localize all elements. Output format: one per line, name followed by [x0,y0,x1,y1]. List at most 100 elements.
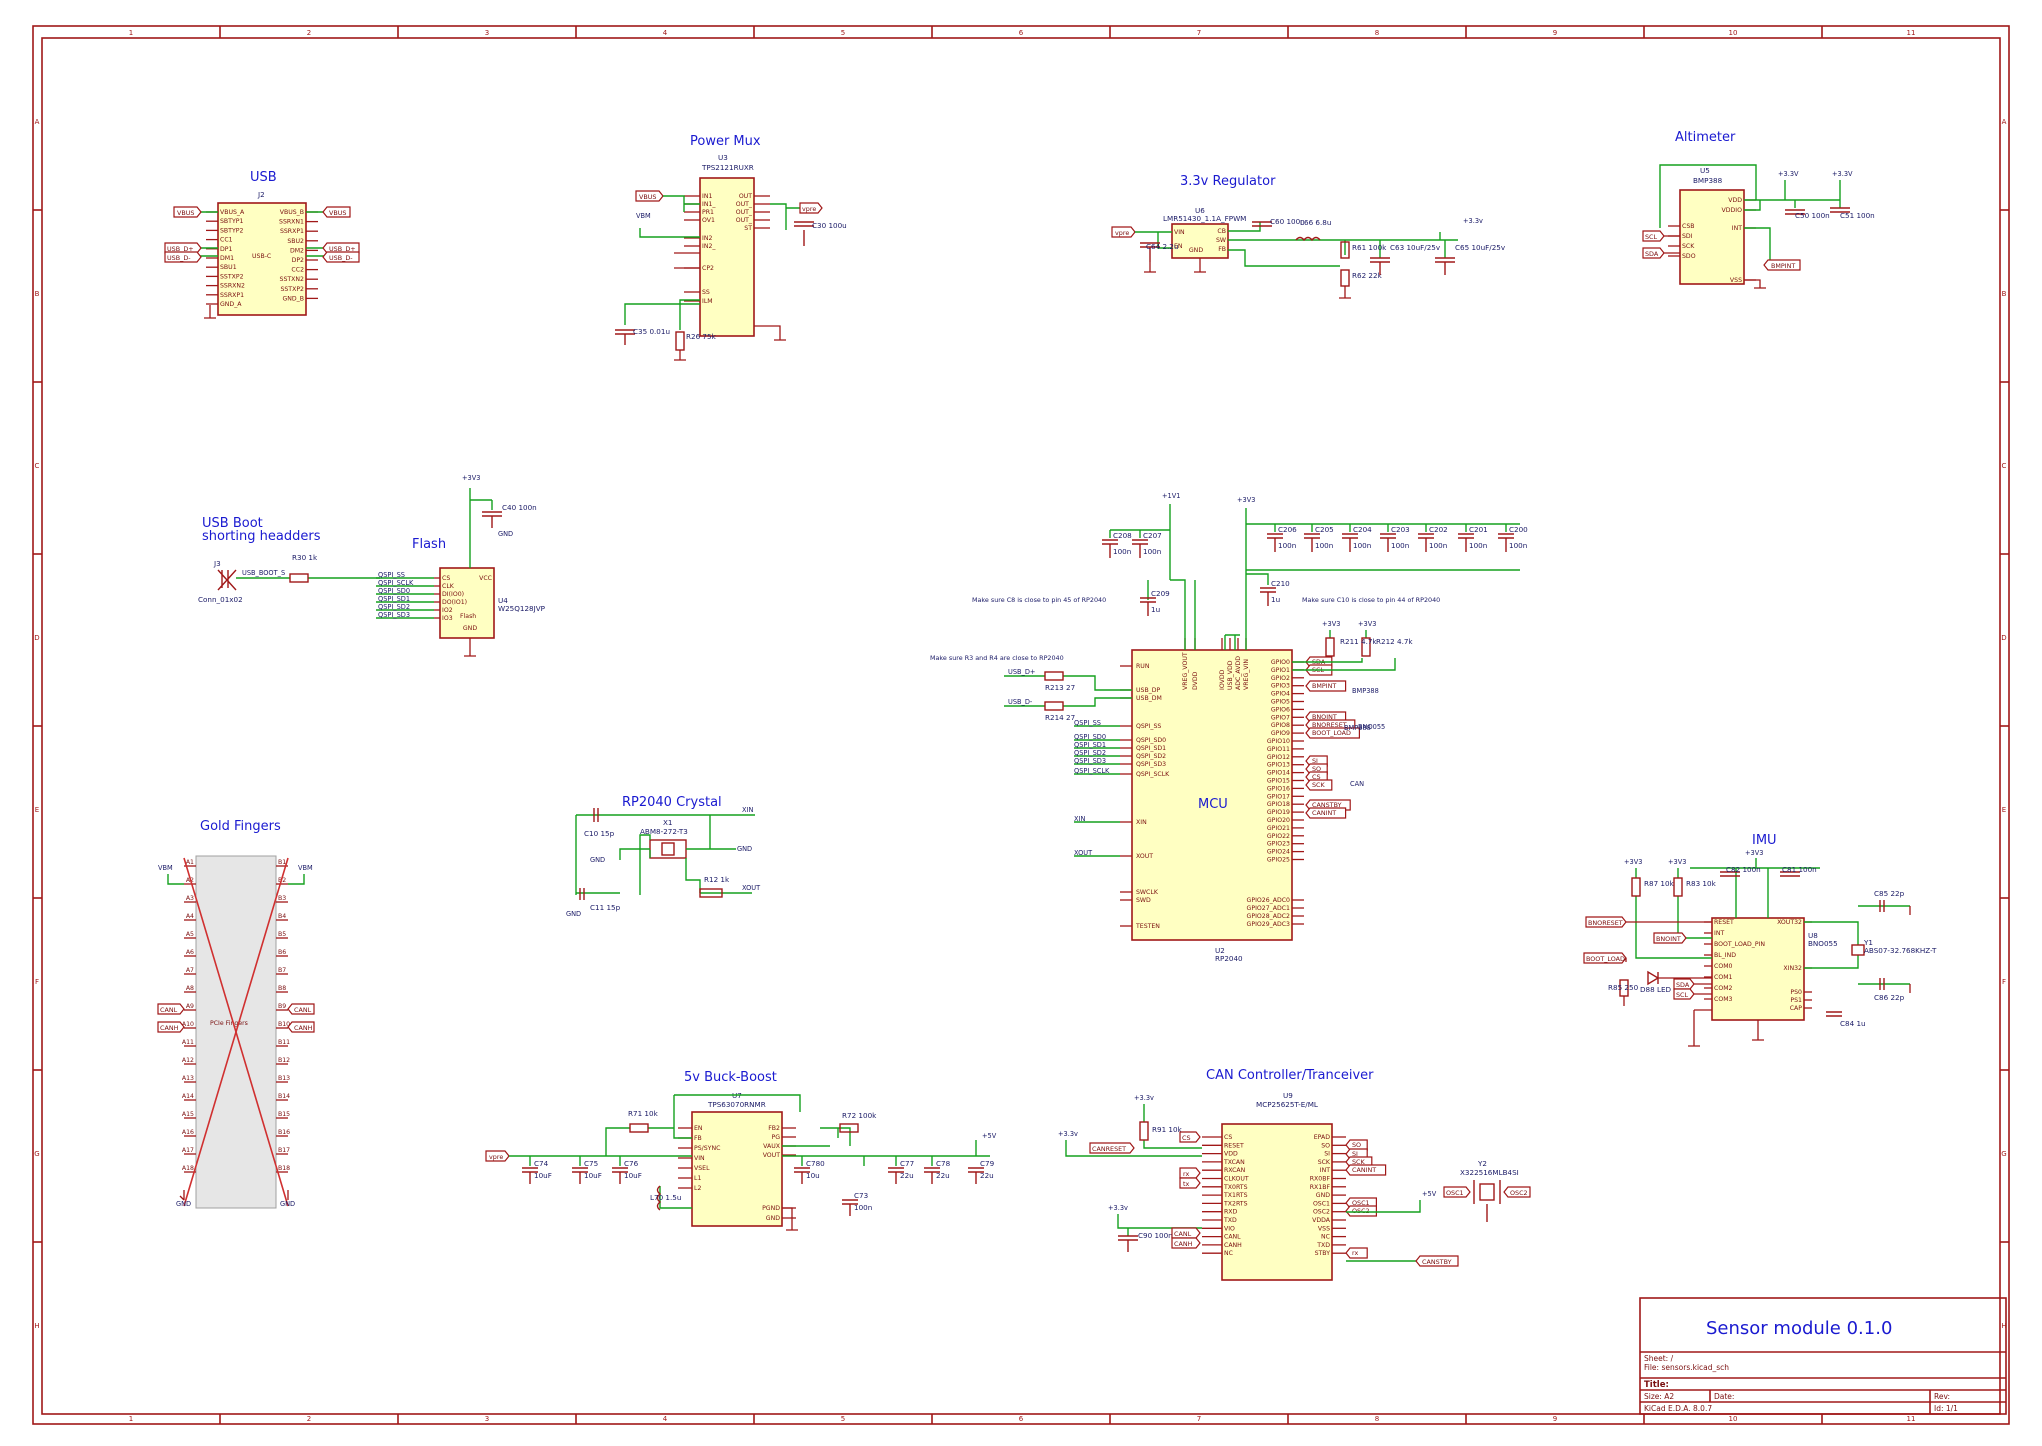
net-label-canl-gold-left[interactable]: CANL [157,1003,185,1015]
r26-label: R26 75k [686,332,717,341]
net-label-usb-dm-right[interactable]: USB_D- [322,251,360,263]
u9-right-pin-label: TXD [1316,1242,1330,1249]
net-label-bnoreset-imu[interactable]: BNORESET [1585,916,1627,928]
rp2040-pin-label: GPIO17 [1267,793,1290,800]
capacitor-symbol[interactable] [1418,533,1434,552]
net-label-vpre-reg[interactable]: vpre [1111,226,1136,238]
rp2040-chip[interactable] [1131,649,1293,941]
net-label-osc2-y2[interactable]: OSC2 [1503,1186,1531,1198]
net-label-canreset[interactable]: CANRESET [1089,1142,1135,1154]
capacitor-symbol[interactable] [968,1167,984,1184]
capacitor-symbol[interactable] [1458,533,1474,552]
net-label-osc2-can[interactable] [1345,1205,1377,1217]
net-label-canl-can[interactable]: CANL [1171,1227,1201,1239]
usb-c-connector[interactable] [217,202,307,316]
gold-finger-pin-label: A12 [182,1057,194,1064]
net-label-rx-can[interactable]: rx [1179,1167,1201,1179]
flash-chip[interactable] [439,567,495,639]
net-3v3-pullup-a: +3V3 [1322,620,1340,628]
power-mux-chip[interactable] [699,177,755,337]
u9-left-pin-label: CANL [1224,1234,1241,1241]
capacitor-symbol[interactable] [1267,533,1283,552]
capacitor-symbol[interactable] [1260,587,1276,606]
border-row-label: A [2002,118,2007,126]
net-label-vbus-left[interactable]: VBUS [173,206,202,218]
net-label-vbus-mux[interactable]: VBUS [635,190,664,202]
net-label-canl-gold-right[interactable]: CANL [287,1003,315,1015]
net-gnd-gold-right: GND [280,1200,295,1208]
net-label-canint-can[interactable] [1345,1164,1387,1176]
sheet-id: Id: 1/1 [1934,1404,1958,1413]
u5-pin-label: CSB [1682,223,1695,230]
net-label-sda-imu[interactable]: SDA [1673,978,1695,990]
altimeter-chip[interactable] [1679,189,1745,285]
rp2040-right-pins: GPIO0GPIO1GPIO2GPIO3GPIO4GPIO5GPIO6GPIO7… [1247,659,1304,928]
capacitor-symbol[interactable] [842,1199,858,1216]
net-label-cs-can[interactable]: CS [1179,1131,1201,1143]
usb-left-pin-label: SBU1 [220,264,237,271]
capacitor-symbol[interactable] [1498,533,1514,552]
note-c10: Make sure C10 is close to pin 44 of RP20… [1302,596,1440,604]
u7-left-pin-label: VSEL [694,1165,710,1172]
rp2040-pin-label: GPIO23 [1267,841,1290,848]
net-label-osc1-y2[interactable]: OSC1 [1443,1186,1471,1198]
can-crystal-y2[interactable] [1479,1183,1495,1201]
capacitor-symbol[interactable] [1140,597,1156,616]
capacitor-symbol[interactable] [888,1167,904,1184]
rp2040-pin-label: QSPI_SCLK [1136,771,1170,778]
net-label-sck-mcu[interactable] [1305,779,1333,791]
net-label-tx-can[interactable]: tx [1179,1177,1201,1189]
buck-boost-chip[interactable] [691,1111,783,1227]
net-label-canh-can[interactable]: CANH [1171,1237,1201,1249]
capacitor-symbol[interactable] [1102,539,1118,558]
capacitor-symbol[interactable] [1304,533,1320,552]
net-label-canint-can-text: CANINT [1352,1166,1376,1174]
rp2040-pin-label: USB_VDD [1227,660,1234,690]
boot-header-symbol[interactable] [217,569,237,591]
c51-label: C51 100n [1840,211,1875,220]
u7-left-pin-label: VIN [694,1155,705,1162]
net-label-vpre-buck[interactable]: vpre [485,1150,510,1162]
capacitor-symbol[interactable] [1380,533,1396,552]
net-label-scl-alt[interactable]: SCL [1642,230,1665,242]
file-name: File: sensors.kicad_sch [1644,1363,1729,1372]
net-label-usb-dp-left[interactable]: USB_D+ [164,242,202,254]
can-controller-chip[interactable] [1221,1123,1333,1281]
net-label-vbus-right[interactable]: VBUS [322,206,351,218]
net-qspi-sd3-mcu: QSPI_SD3 [1074,757,1106,765]
net-label-canh-gold-left[interactable]: CANH [157,1021,185,1033]
net-label-canstby-can[interactable] [1415,1255,1459,1267]
section-title-regulator: 3.3v Regulator [1180,174,1276,189]
net-label-scl-imu[interactable]: SCL [1673,988,1695,1000]
net-label-vpre-mux[interactable]: vpre [799,202,823,214]
c206-ref: C206 [1278,525,1297,534]
net-label-bmpint-mcu[interactable] [1305,680,1347,692]
capacitor-symbol[interactable] [1132,539,1148,558]
net-label-rx-can-r[interactable] [1345,1247,1368,1259]
capacitor-symbol[interactable] [924,1167,940,1184]
net-label-boot-load-imu[interactable]: BOOT_LOAD [1583,952,1627,964]
capacitor-symbol[interactable] [612,1167,628,1184]
c201-ref: C201 [1469,525,1488,534]
rp2040-pin-label: VREG_VOUT [1182,652,1189,690]
net-label-bmpint-alt[interactable]: BMPINT [1763,259,1801,271]
net-label-boot-load-mcu[interactable] [1305,727,1360,739]
net-label-canstby-mcu-text: CANSTBY [1312,801,1342,809]
u8-left-pin-label: RESET [1714,919,1734,926]
capacitor-symbol[interactable] [1342,533,1358,552]
net-label-usb-dm-left[interactable]: USB_D- [164,251,202,263]
net-label-sda-alt[interactable]: SDA [1642,247,1665,259]
section-title-rp2040-crystal: RP2040 Crystal [622,795,722,810]
net-3v3-imu-b: +3V3 [1668,858,1686,866]
capacitor-symbol[interactable] [794,1167,810,1184]
net-gnd-crystal: GND [590,856,605,864]
rp2040-pin-label: GPIO13 [1267,762,1290,769]
capacitor-symbol[interactable] [522,1167,538,1184]
net-label-bnoint-imu[interactable]: BNOINT [1653,932,1687,944]
net-label-canint-mcu[interactable] [1305,807,1347,819]
net-label-canh-gold-right[interactable]: CANH [287,1021,315,1033]
svg-text:OSC1: OSC1 [1446,1189,1464,1197]
net-usb-dp-mcu: USB_D+ [1008,668,1035,676]
rp2040-pin-label: DVDD [1192,671,1199,690]
capacitor-symbol[interactable] [572,1167,588,1184]
